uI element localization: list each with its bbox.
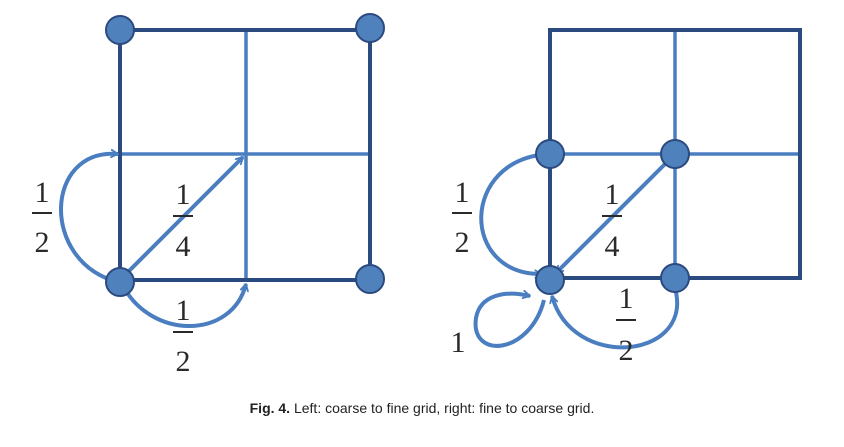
right-diagonal-arrow: [554, 154, 675, 275]
right-diagonal-fraction: 1 4: [602, 178, 622, 263]
figure-caption: Fig. 4. Left: coarse to fine grid, right…: [0, 400, 844, 416]
right-bottom-arc-fraction: 1 2: [616, 282, 636, 367]
left-node-bottom-right: [355, 264, 385, 294]
left-node-bottom-left: [105, 267, 135, 297]
left-left-arc-numerator: 1: [35, 176, 50, 209]
right-left-arc-fraction: 1 2: [452, 176, 472, 259]
right-bottom-arc-arrow: [552, 291, 680, 350]
left-left-arc-fraction: 1 2: [32, 176, 52, 259]
left-diagonal-denominator: 4: [176, 230, 191, 263]
right-bottom-arc-numerator: 1: [619, 282, 634, 315]
left-bottom-arc-fraction: 1 2: [173, 294, 193, 378]
left-left-arc-arrow: [59, 154, 118, 284]
right-panel: 1 2 1 4 1 2 1: [451, 28, 802, 367]
right-node-center: [660, 139, 690, 169]
left-bottom-arc-denominator: 2: [176, 345, 191, 378]
left-diagonal-numerator: 1: [176, 178, 191, 211]
left-bottom-arc-numerator: 1: [176, 294, 191, 327]
right-self-loop-label: 1: [451, 326, 466, 359]
right-left-arc-numerator: 1: [455, 176, 470, 209]
left-bottom-arc-arrow: [120, 284, 246, 328]
right-diagonal-denominator: 4: [605, 230, 620, 263]
right-left-arc-denominator: 2: [455, 226, 470, 259]
left-node-top-left: [105, 15, 135, 45]
right-self-loop-arrow: [473, 294, 546, 348]
left-coarse-square: [118, 28, 372, 282]
caption-text: Left: coarse to fine grid, right: fine t…: [290, 400, 595, 416]
right-left-arc-arrow: [479, 152, 549, 274]
left-node-top-right: [355, 13, 385, 43]
caption-label: Fig. 4.: [249, 400, 291, 416]
right-diagonal-numerator: 1: [605, 178, 620, 211]
left-panel: 1 2 1 4 1 2: [32, 13, 385, 378]
right-node-bottom-left: [535, 265, 565, 295]
left-left-arc-denominator: 2: [35, 226, 50, 259]
right-node-bottom-mid: [660, 263, 690, 293]
left-diagonal-arrow: [120, 155, 245, 280]
left-diagonal-fraction: 1 4: [173, 178, 193, 263]
right-node-mid-left: [535, 139, 565, 169]
right-bottom-arc-denominator: 2: [619, 334, 634, 367]
